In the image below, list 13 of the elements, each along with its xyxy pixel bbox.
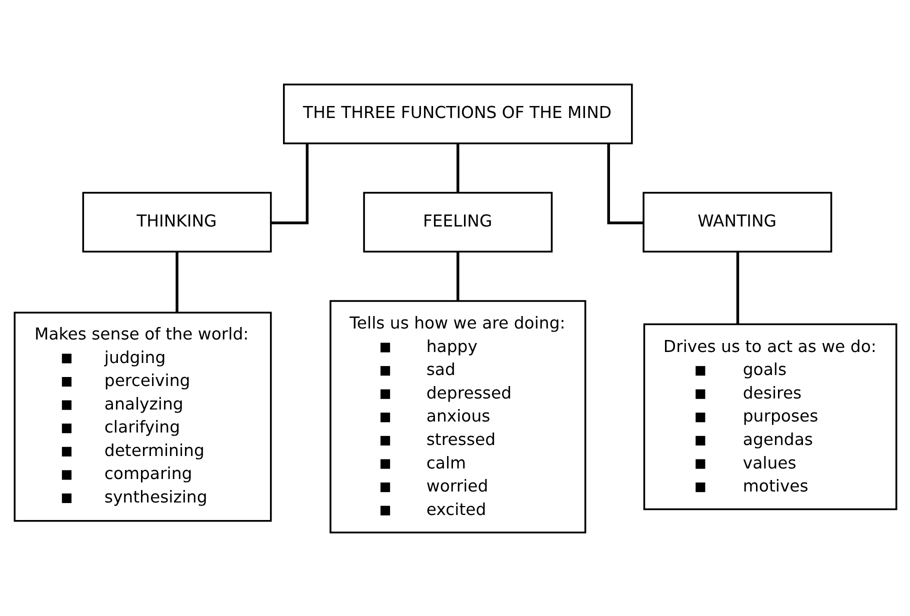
node-box: THE THREE FUNCTIONS OF THE MIND: [282, 83, 632, 144]
connector: [606, 143, 643, 224]
connector: [736, 251, 739, 324]
node-box: THINKING: [82, 191, 272, 252]
node-box: Makes sense of the world: judging perceiving analyzing clarifying determining comparing synthesizing: [13, 311, 272, 522]
node-box: Drives us to act as we do: goals desires purposes agendas values motives: [642, 322, 897, 510]
node-box: FEELING: [362, 191, 552, 252]
node-box: Tells us how we are doing: happy sad depressed anxious stressed calm worried excited: [329, 300, 586, 533]
connector: [456, 143, 459, 192]
connector: [270, 143, 308, 224]
connector: [175, 251, 178, 312]
node-box: WANTING: [642, 191, 832, 252]
connector: [456, 251, 459, 300]
